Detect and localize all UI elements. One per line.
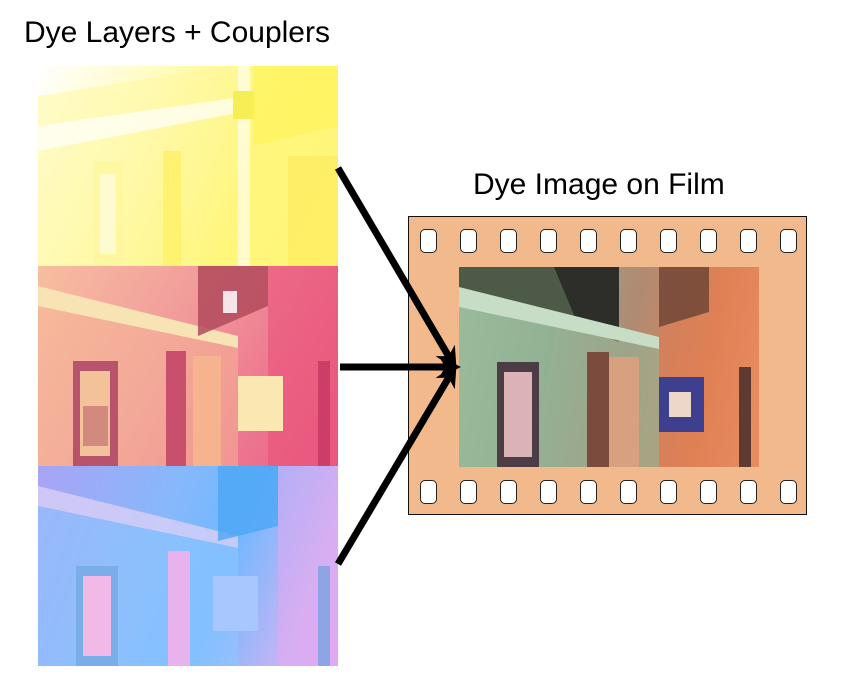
perforation-hole [780,480,797,504]
perforation-hole [460,480,477,504]
perforation-hole [500,229,517,253]
perforation-hole [620,229,637,253]
perforation-hole [420,229,437,253]
perforation-hole [740,480,757,504]
perforation-hole [540,480,557,504]
perforation-hole [780,229,797,253]
perforation-hole [660,480,677,504]
magenta-dye-layer-image [38,266,338,466]
perforation-hole [460,229,477,253]
right-title: Dye Image on Film [473,168,725,201]
dye-image-frame [459,267,759,467]
perforation-hole [700,229,717,253]
yellow-dye-layer-image [38,66,338,266]
perforation-hole [620,480,637,504]
perforation-hole [660,229,677,253]
perforation-hole [500,480,517,504]
film-strip [408,216,807,515]
cyan-dye-layer-image [38,466,338,666]
perforation-hole [580,229,597,253]
perforation-hole [740,229,757,253]
perforation-hole [420,480,437,504]
perforation-hole [580,480,597,504]
perforation-hole [540,229,557,253]
left-title: Dye Layers + Couplers [24,16,330,49]
perforation-hole [700,480,717,504]
